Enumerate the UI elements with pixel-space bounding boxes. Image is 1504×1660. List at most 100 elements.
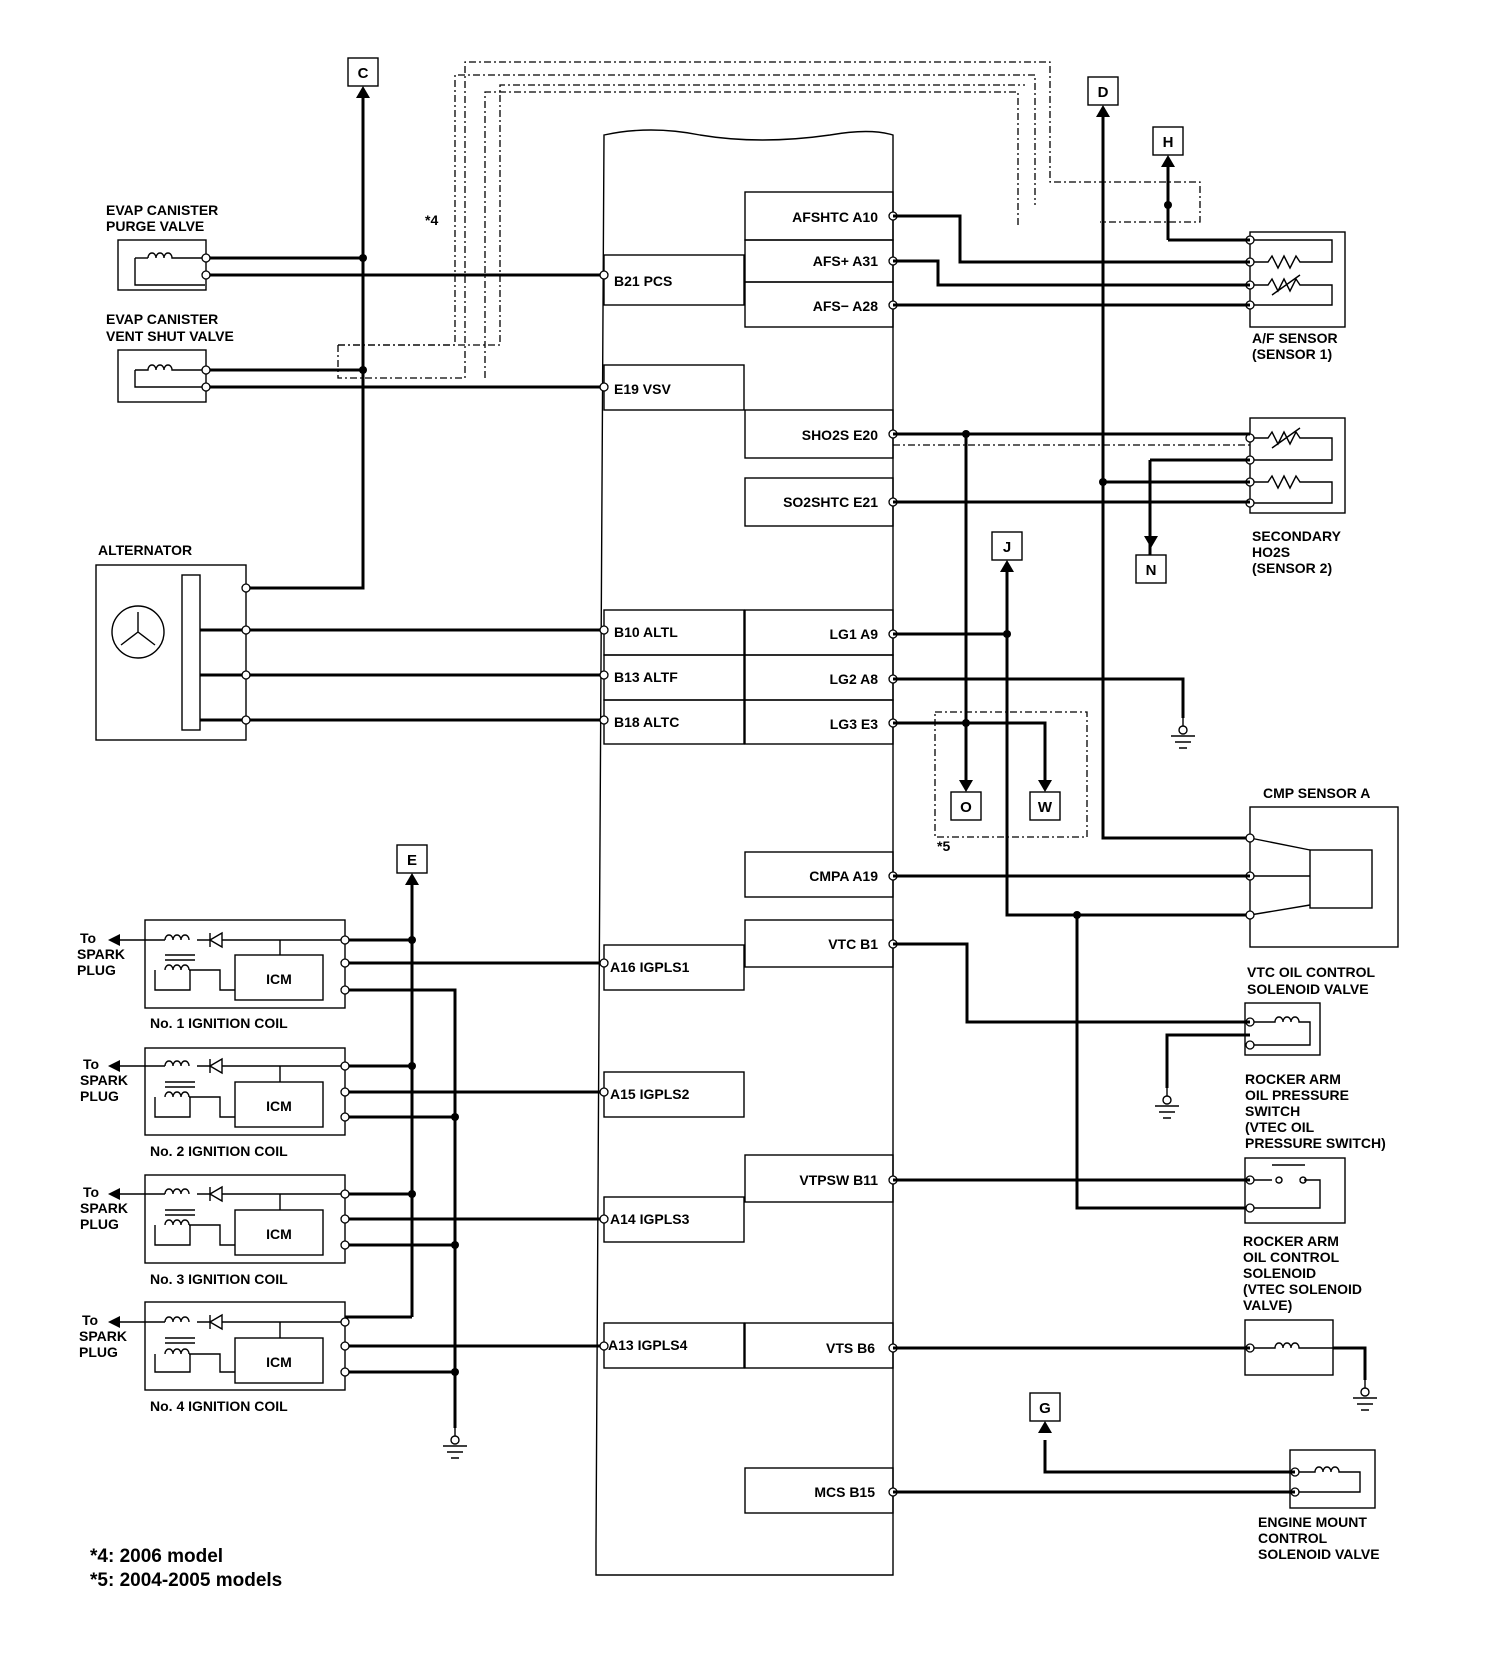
label-engine-mount-2: CONTROL [1258, 1530, 1328, 1546]
to-spark-plug-2: To SPARK PLUG [80, 1056, 165, 1104]
label-af-sensor-2: (SENSOR 1) [1252, 346, 1332, 362]
pin-b13-altf: B13 ALTF [614, 669, 678, 685]
pcm-right-terminals [888, 211, 898, 1497]
label-rocker-switch-2: OIL PRESSURE [1245, 1087, 1349, 1103]
pin-a31-afs-plus: AFS+ A31 [813, 253, 878, 269]
pcm-left-boxes [603, 254, 745, 1369]
to-spark-plug-3: To SPARK PLUG [80, 1184, 165, 1232]
connector-w[interactable] [1029, 791, 1061, 821]
arrow-down-icon [1144, 536, 1158, 548]
label-vtc-2: SOLENOID VALVE [1247, 981, 1369, 997]
pin-e3-lg3: LG3 E3 [830, 716, 878, 732]
label-coil-2: No. 2 IGNITION COIL [150, 1143, 288, 1159]
pin-a10-afshtc: AFSHTC A10 [792, 209, 878, 225]
ignition-coil-3: ICM No. 3 IGNITION COIL [144, 1174, 346, 1287]
label-rocker-switch-3: SWITCH [1245, 1103, 1300, 1119]
pin-b6-vts: VTS B6 [826, 1340, 875, 1356]
af-sensor-box [1249, 231, 1346, 328]
ground-icon [1353, 1380, 1377, 1411]
svg-text:To: To [82, 1312, 98, 1328]
label-vtc-1: VTC OIL CONTROL [1247, 964, 1376, 980]
ho2s-sensor-box [1249, 417, 1346, 514]
coil-icon [1295, 1466, 1361, 1493]
label-evap-vent-1: EVAP CANISTER [106, 311, 218, 327]
arrow-up-icon [1000, 560, 1014, 572]
alternator-icon [111, 605, 165, 659]
pin-a28-afs-minus: AFS− A28 [813, 298, 878, 314]
ground-icon [1155, 1088, 1179, 1119]
coil-icon [147, 252, 205, 259]
arrow-up-icon [1096, 105, 1110, 117]
connector-w-label: W [1038, 799, 1053, 816]
coil-icon [135, 364, 205, 371]
pin-a15-igpls2: A15 IGPLS2 [610, 1086, 690, 1102]
sensor-element-icon [1250, 427, 1333, 461]
pin-b1-vtc: VTC B1 [828, 936, 878, 952]
label-rocker-switch-4: (VTEC OIL [1245, 1119, 1315, 1135]
label-evap-vent-2: VENT SHUT VALVE [106, 328, 234, 344]
ground-icon [443, 1428, 467, 1459]
arrow-up-icon [1038, 1421, 1052, 1433]
pin-a9-lg1: LG1 A9 [830, 626, 879, 642]
label-rocker-switch-5: PRESSURE SWITCH) [1245, 1135, 1386, 1151]
to-spark-plug-4: To SPARK PLUG [79, 1312, 165, 1360]
label-rocker-solenoid-5: VALVE) [1243, 1297, 1292, 1313]
label-rocker-solenoid-3: SOLENOID [1243, 1265, 1316, 1281]
connector-h-label: H [1163, 134, 1174, 151]
svg-text:To: To [80, 930, 96, 946]
pin-e21-so2shtc: SO2SHTC E21 [783, 494, 878, 510]
pin-e19-vsv: E19 VSV [614, 381, 671, 397]
label-engine-mount-1: ENGINE MOUNT [1258, 1514, 1367, 1530]
pin-a8-lg2: LG2 A8 [830, 671, 879, 687]
evap-purge-valve-box [117, 239, 207, 291]
pin-b18-altc: B18 ALTC [614, 714, 679, 730]
label-coil-1: No. 1 IGNITION COIL [150, 1015, 288, 1031]
note-ref-star5: *5 [937, 838, 950, 854]
label-rocker-solenoid-1: ROCKER ARM [1243, 1233, 1339, 1249]
resistor-icon [1250, 239, 1333, 270]
svg-text:SPARK: SPARK [80, 1200, 128, 1216]
arrow-down-icon [959, 780, 973, 792]
pin-b10-altl: B10 ALTL [614, 624, 678, 640]
pin-b11-vtpsw: VTPSW B11 [799, 1172, 878, 1188]
switch-icon [1250, 1164, 1321, 1209]
svg-text:SPARK: SPARK [80, 1072, 128, 1088]
cmp-sensor-box [1249, 806, 1399, 948]
footnote-star5: *5: 2004-2005 models [90, 1570, 282, 1591]
pin-b15-mcs: MCS B15 [814, 1484, 875, 1500]
label-evap-purge-2: PURGE VALVE [106, 218, 204, 234]
pin-a14-igpls3: A14 IGPLS3 [610, 1211, 690, 1227]
label-coil-4: No. 4 IGNITION COIL [150, 1398, 288, 1414]
arrow-up-icon [356, 86, 370, 98]
note-ref-star4: *4 [425, 212, 438, 228]
arrow-up-icon [1161, 155, 1175, 167]
connector-n[interactable] [1135, 554, 1167, 584]
svg-text:PLUG: PLUG [79, 1344, 118, 1360]
svg-text:SPARK: SPARK [77, 946, 125, 962]
connector-d-label: D [1098, 84, 1109, 101]
ground-icon [1171, 718, 1195, 749]
connector-e-label: E [407, 852, 417, 869]
label-ho2s-1: SECONDARY [1252, 528, 1342, 544]
label-coil-3: No. 3 IGNITION COIL [150, 1271, 288, 1287]
pin-b21-pcs: B21 PCS [614, 273, 672, 289]
connector-o[interactable] [950, 791, 982, 821]
pin-e20-sho2s: SHO2S E20 [802, 427, 878, 443]
label-rocker-switch-1: ROCKER ARM [1245, 1071, 1341, 1087]
vtc-solenoid-box [1244, 1002, 1321, 1056]
dashed-routing [337, 61, 1250, 838]
engine-mount-solenoid-box [1289, 1449, 1376, 1509]
icm-3-label: ICM [266, 1226, 292, 1242]
label-engine-mount-3: SOLENOID VALVE [1258, 1546, 1380, 1562]
arrow-down-icon [1038, 780, 1052, 792]
sensor-element-icon [1250, 274, 1333, 306]
alternator-box [95, 564, 247, 741]
connector-o-label: O [960, 799, 972, 816]
label-ho2s-2: HO2S [1252, 544, 1290, 560]
connector-c-label: C [358, 65, 369, 82]
evap-vent-valve-box [117, 349, 207, 403]
resistor-icon [1250, 474, 1333, 504]
pin-a16-igpls1: A16 IGPLS1 [610, 959, 690, 975]
svg-text:PLUG: PLUG [80, 1216, 119, 1232]
